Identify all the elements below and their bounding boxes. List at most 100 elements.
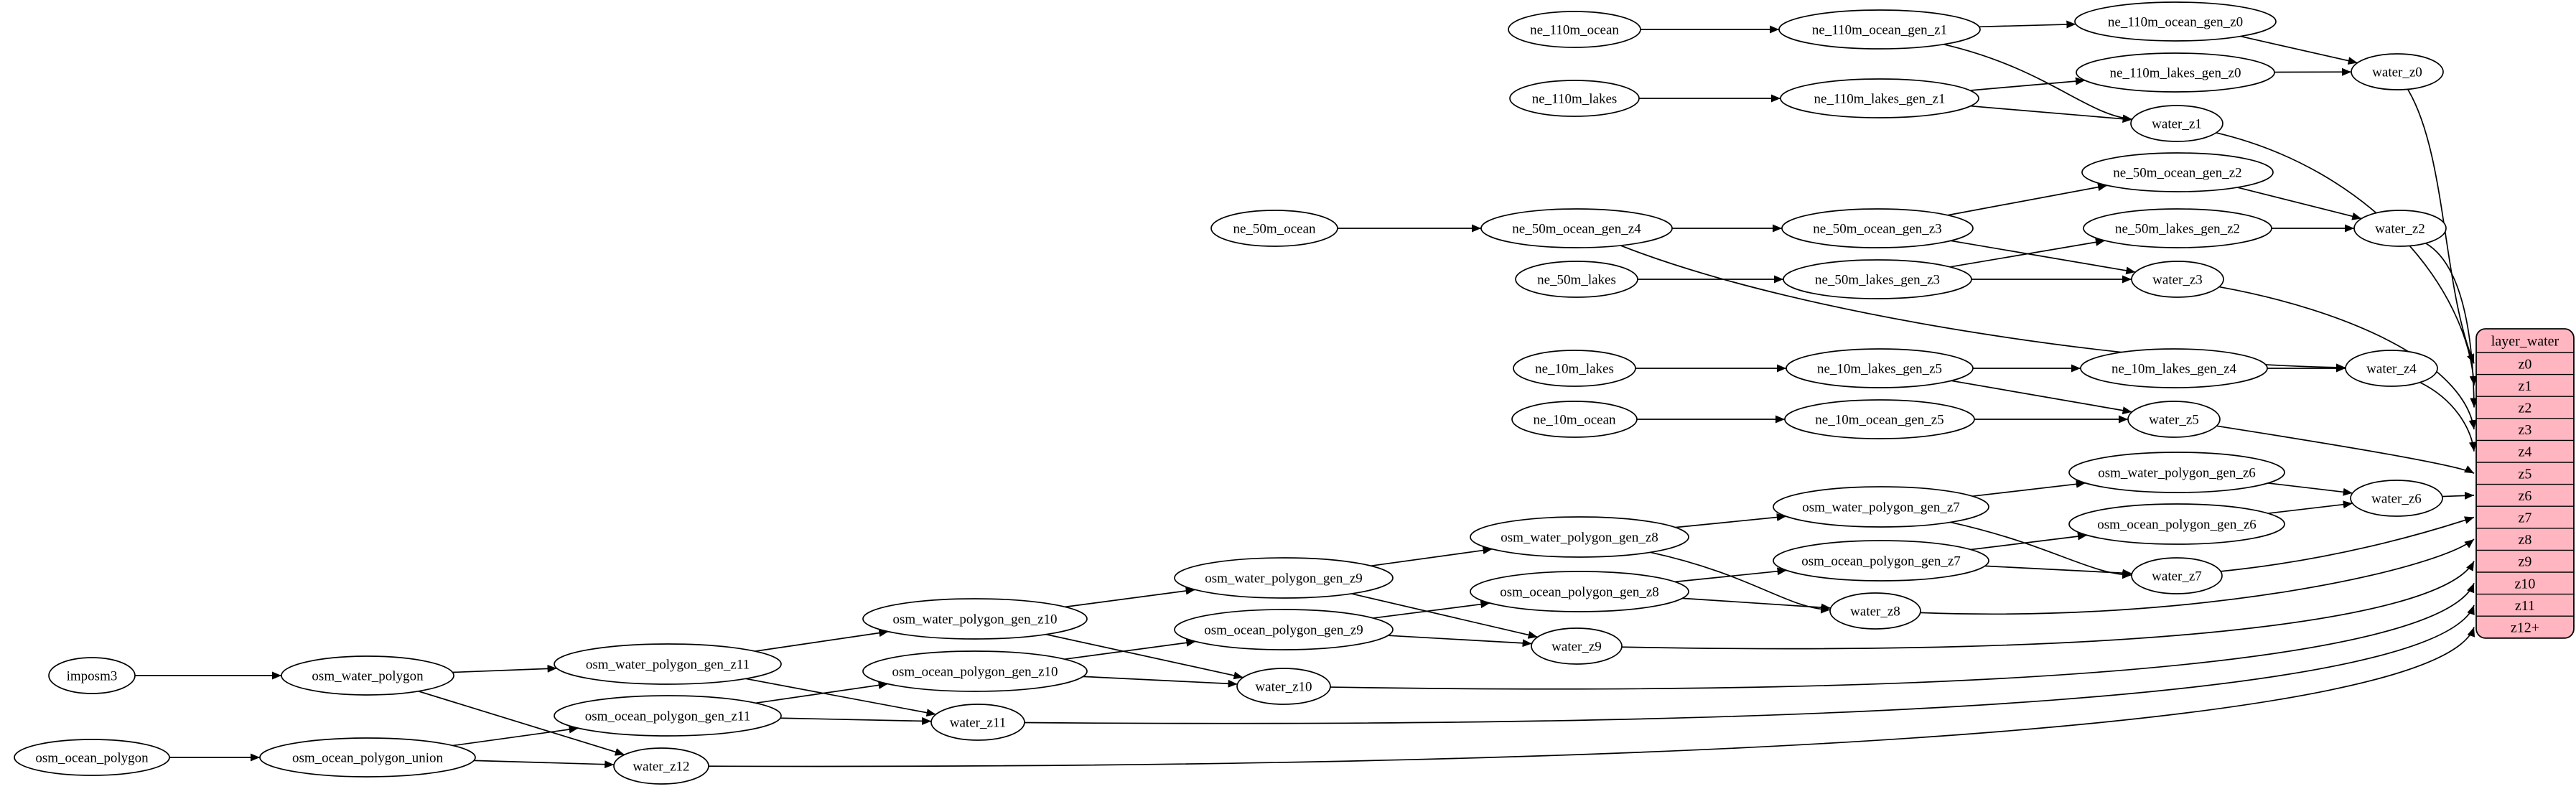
node-label-osm_water_polygon_gen_z10: osm_water_polygon_gen_z10 [892,612,1057,627]
edge-ne_110m_ocean_gen_z0-to-water_z0 [2240,35,2358,65]
node-label-ne_50m_lakes_gen_z2: ne_50m_lakes_gen_z2 [2115,222,2240,237]
node-ellipse-ne_110m_ocean_gen_z1 [1778,9,1981,50]
edge-water_z3-to-layer_water-z3 [2218,286,2477,430]
node-ne_110m_ocean: ne_110m_ocean [1508,11,1641,48]
node-water_z0: water_z0 [2351,53,2444,90]
node-osm_water_polygon_gen_z11: osm_water_polygon_gen_z11 [554,643,782,685]
layer-water-row-z8: z8 [2519,532,2532,548]
edge-ne_110m_lakes_gen_z1-to-water_z1 [1970,105,2132,123]
edge-ne_50m_ocean_gen_z4-to-water_z4 [1620,245,2346,372]
node-ellipse-water_z12 [613,747,709,785]
edge-osm_water_polygon_gen_z7-to-osm_water_polygon_gen_z6 [1972,480,2086,498]
node-label-ne_110m_ocean_gen_z1: ne_110m_ocean_gen_z1 [1812,23,1947,38]
node-label-water_z8: water_z8 [1850,604,1900,620]
edge-osm_water_polygon_gen_z6-to-water_z6 [2267,482,2353,496]
node-osm_ocean_polygon_gen_z11: osm_ocean_polygon_gen_z11 [554,695,782,737]
edge-osm_ocean_polygon_gen_z11-to-water_z11 [780,716,932,725]
edge-osm_water_polygon_gen_z9-to-osm_water_polygon_gen_z8 [1371,546,1493,567]
node-water_z2: water_z2 [2353,210,2447,247]
edge-osm_ocean_polygon_gen_z10-to-water_z10 [1083,676,1238,688]
node-ellipse-ne_10m_lakes_gen_z5 [1786,348,1974,388]
node-ne_10m_ocean: ne_10m_ocean [1511,401,1638,438]
node-label-ne_50m_ocean_gen_z3: ne_50m_ocean_gen_z3 [1813,222,1941,237]
edge-water_z12-to-layer_water-z12+ [708,627,2475,767]
edge-osm_water_polygon-to-water_z12 [418,690,625,756]
node-water_z9: water_z9 [1531,627,1623,665]
node-ellipse-ne_10m_ocean [1511,401,1638,438]
edge-osm_ocean_polygon_gen_z9-to-water_z9 [1388,635,1532,648]
node-label-ne_110m_lakes_gen_z1: ne_110m_lakes_gen_z1 [1814,92,1946,107]
edge-osm_water_polygon_gen_z11-to-water_z11 [745,678,936,717]
layer-water-row-z2: z2 [2519,401,2532,416]
node-ellipse-osm_water_polygon_gen_z9 [1174,557,1394,599]
node-osm_ocean_polygon_gen_z9: osm_ocean_polygon_gen_z9 [1174,609,1394,650]
layer-water-table: layer_waterz0z1z2z3z4z5z6z7z8z9z10z11z12… [2475,328,2575,639]
node-ellipse-osm_ocean_polygon_gen_z10 [862,650,1088,692]
node-label-water_z1: water_z1 [2152,117,2202,132]
node-label-ne_50m_ocean_gen_z2: ne_50m_ocean_gen_z2 [2113,166,2241,181]
node-ellipse-ne_110m_lakes_gen_z1 [1780,78,1979,118]
node-ellipse-water_z6 [2350,480,2443,517]
node-water_z5: water_z5 [2127,401,2221,438]
edge-osm_ocean_polygon_gen_z9-to-osm_ocean_polygon_gen_z8 [1373,600,1490,619]
edge-osm_water_polygon_gen_z7-to-water_z7 [1950,521,2132,579]
node-label-osm_water_polygon: osm_water_polygon [312,669,424,684]
layer-water-row-z10: z10 [2515,576,2536,592]
node-label-ne_50m_ocean: ne_50m_ocean [1233,222,1316,237]
edge-osm_ocean_polygon_gen_z7-to-water_z7 [1984,565,2132,577]
edge-osm_ocean_polygon_gen_z11-to-osm_ocean_polygon_gen_z10 [755,681,888,704]
node-ne_50m_lakes_gen_z2: ne_50m_lakes_gen_z2 [2083,208,2272,248]
node-ellipse-imposm3 [48,657,136,694]
node-ne_50m_ocean_gen_z2: ne_50m_ocean_gen_z2 [2081,152,2274,192]
node-osm_ocean_polygon: osm_ocean_polygon [14,739,170,776]
node-label-water_z7: water_z7 [2152,569,2202,584]
node-ellipse-water_z8 [1829,592,1921,630]
node-label-water_z0: water_z0 [2372,65,2422,80]
node-label-water_z10: water_z10 [1255,680,1312,695]
node-label-ne_110m_ocean: ne_110m_ocean [1530,23,1619,38]
node-ellipse-ne_50m_ocean_gen_z2 [2081,152,2274,192]
node-osm_ocean_polygon_gen_z8: osm_ocean_polygon_gen_z8 [1470,571,1689,612]
node-ellipse-water_z0 [2351,53,2444,90]
node-ne_10m_lakes: ne_10m_lakes [1513,350,1636,387]
edge-ne_110m_ocean_gen_z1-to-water_z1 [1943,43,2132,123]
node-ellipse-ne_110m_lakes_gen_z0 [2076,52,2275,93]
node-ellipse-ne_50m_lakes_gen_z3 [1783,259,1972,299]
node-water_z1: water_z1 [2130,105,2223,142]
edge-osm_water_polygon-to-osm_water_polygon_gen_z11 [452,664,557,673]
node-ne_50m_ocean_gen_z4: ne_50m_ocean_gen_z4 [1480,208,1673,248]
node-label-osm_water_polygon_gen_z7: osm_water_polygon_gen_z7 [1802,500,1960,515]
layer-water-table-frame [2475,328,2575,639]
layer-water-row-z1: z1 [2519,378,2532,394]
node-label-imposm3: imposm3 [67,669,118,684]
node-water_z6: water_z6 [2350,480,2443,517]
node-ellipse-ne_10m_lakes [1513,350,1636,387]
node-label-osm_ocean_polygon_gen_z6: osm_ocean_polygon_gen_z6 [2097,518,2257,533]
node-water_z3: water_z3 [2131,261,2224,298]
node-osm_ocean_polygon_gen_z6: osm_ocean_polygon_gen_z6 [2068,503,2285,545]
node-water_z8: water_z8 [1829,592,1921,630]
edge-ne_110m_lakes_gen_z1-to-ne_110m_lakes_gen_z0 [1969,77,2086,91]
edge-osm_water_polygon_gen_z11-to-osm_water_polygon_gen_z10 [755,629,889,652]
node-ne_50m_lakes: ne_50m_lakes [1515,261,1638,298]
layer-water-row-z4: z4 [2519,444,2532,460]
edge-water_z5-to-layer_water-z5 [2216,425,2475,475]
node-osm_water_polygon_gen_z9: osm_water_polygon_gen_z9 [1174,557,1394,599]
node-ellipse-osm_ocean_polygon_gen_z7 [1773,540,1989,582]
edge-water_z8-to-layer_water-z8 [1920,538,2475,615]
node-ellipse-osm_water_polygon_gen_z8 [1470,516,1689,558]
node-ne_110m_ocean_gen_z0: ne_110m_ocean_gen_z0 [2074,1,2277,42]
edge-osm_water_polygon_gen_z10-to-osm_water_polygon_gen_z9 [1065,587,1195,608]
node-ne_50m_ocean: ne_50m_ocean [1210,210,1338,247]
edge-ne_10m_lakes_gen_z5-to-water_z5 [1951,380,2132,415]
node-label-osm_ocean_polygon_gen_z8: osm_ocean_polygon_gen_z8 [1500,585,1659,600]
node-ellipse-water_z5 [2127,401,2221,438]
node-label-water_z12: water_z12 [633,760,689,775]
node-ellipse-water_z10 [1236,668,1331,705]
node-label-osm_ocean_polygon: osm_ocean_polygon [35,751,149,766]
node-ellipse-osm_ocean_polygon [14,739,170,776]
node-ellipse-ne_50m_ocean_gen_z4 [1480,208,1673,248]
node-ellipse-osm_ocean_polygon_gen_z6 [2068,503,2285,545]
layer-water-row-z3: z3 [2519,422,2532,438]
node-ellipse-osm_ocean_polygon_union [259,737,476,778]
